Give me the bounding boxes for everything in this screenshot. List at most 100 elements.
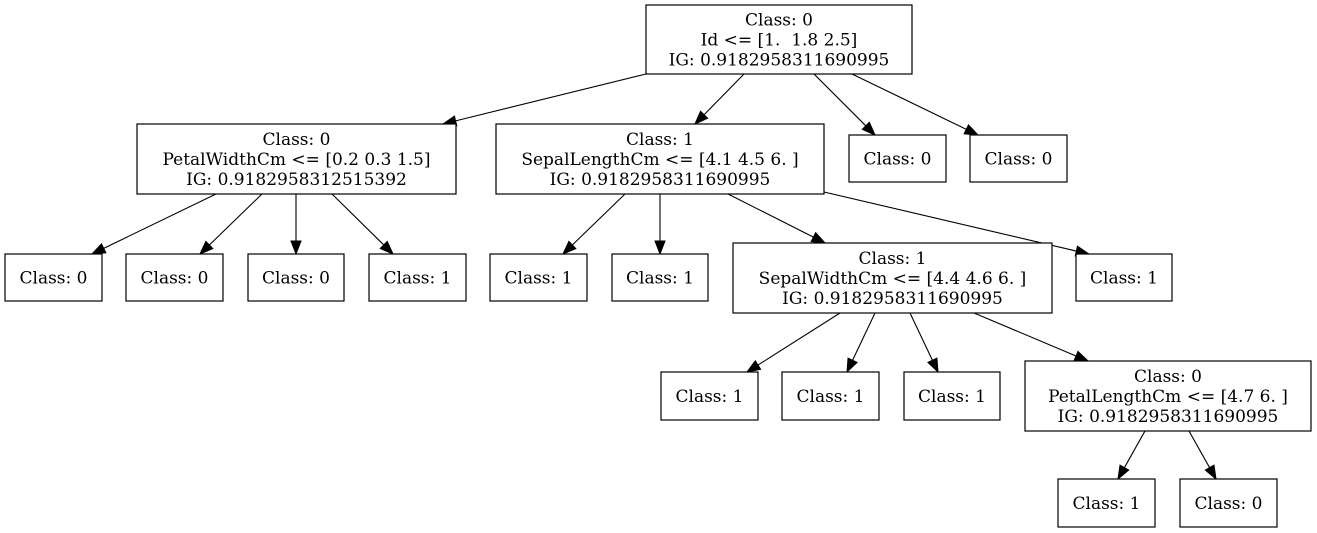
- tree-node-n1c: Class: 0: [247, 253, 345, 302]
- edge-line: [1123, 430, 1146, 468]
- node-split-rule: SepalLengthCm <= [4.1 4.5 6. ]: [521, 150, 798, 170]
- node-box: [660, 371, 759, 421]
- node-class-label: Class: 1: [859, 249, 927, 269]
- arrowhead-icon: [1204, 464, 1217, 481]
- node-class-label: Class: 1: [676, 387, 744, 407]
- arrowhead-icon: [561, 240, 577, 255]
- edge-line: [455, 73, 647, 122]
- node-class-label: Class: 0: [985, 150, 1053, 170]
- node-class-label: Class: 1: [918, 387, 986, 407]
- nodes-layer: Class: 0Id <= [1. 1.8 2.5]IG: 0.91829583…: [4, 4, 1312, 528]
- edge-line: [1188, 430, 1211, 468]
- node-class-label: Class: 1: [384, 269, 452, 289]
- arrowhead-icon: [963, 123, 980, 136]
- edge-n2c4-to-n2c4a: [1117, 430, 1146, 481]
- node-class-label: Class: 0: [864, 150, 932, 170]
- edge-n2-to-n2b: [654, 194, 666, 256]
- node-info-gain: IG: 0.9182958311690995: [1058, 407, 1279, 427]
- edge-n2c-to-n2c4: [973, 312, 1090, 362]
- arrowhead-icon: [861, 121, 876, 136]
- edge-root-to-n2: [694, 73, 745, 125]
- edge-line: [852, 312, 876, 361]
- node-box: [4, 253, 103, 302]
- node-class-label: Class: 0: [1195, 494, 1263, 514]
- edge-line: [909, 312, 933, 361]
- tree-node-n4: Class: 0: [969, 134, 1068, 183]
- arrowhead-icon: [198, 240, 214, 255]
- edge-line: [973, 312, 1077, 357]
- arrowhead-icon: [379, 240, 394, 255]
- edge-line: [727, 193, 814, 238]
- tree-node-n2c4b: Class: 0: [1179, 478, 1278, 528]
- node-box: [125, 253, 224, 302]
- edge-line: [571, 193, 626, 246]
- arrowhead-icon: [745, 359, 762, 373]
- node-box: [1057, 478, 1156, 528]
- arrowhead-icon: [810, 231, 827, 244]
- node-box: [645, 4, 913, 75]
- tree-node-n2c4a: Class: 1: [1057, 478, 1156, 528]
- arrowhead-icon: [654, 240, 666, 256]
- arrowhead-icon: [290, 240, 302, 256]
- tree-node-n2a: Class: 1: [489, 253, 588, 302]
- node-split-rule: PetalWidthCm <= [0.2 0.3 1.5]: [162, 150, 430, 170]
- node-class-label: Class: 1: [505, 269, 573, 289]
- tree-node-n3: Class: 0: [848, 134, 947, 183]
- edge-n1-to-n1b: [198, 193, 263, 255]
- node-info-gain: IG: 0.9182958311690995: [669, 51, 890, 71]
- edge-root-to-n3: [813, 73, 876, 136]
- tree-node-n1b: Class: 0: [125, 253, 224, 302]
- tree-node-n2d: Class: 1: [1075, 253, 1173, 302]
- edge-line: [813, 73, 867, 127]
- tree-node-n1d: Class: 1: [368, 253, 467, 302]
- edge-line: [703, 73, 745, 116]
- arrowhead-icon: [90, 242, 107, 255]
- node-box: [732, 242, 1053, 314]
- node-split-rule: PetalLengthCm <= [4.7 6. ]: [1048, 387, 1288, 407]
- node-class-label: Class: 1: [1090, 269, 1158, 289]
- edge-n2-to-n2a: [561, 193, 626, 255]
- node-box: [969, 134, 1068, 183]
- tree-node-n2c2: Class: 1: [781, 371, 880, 421]
- node-box: [1024, 360, 1312, 432]
- edge-line: [757, 312, 841, 366]
- node-class-label: Class: 0: [141, 269, 209, 289]
- node-class-label: Class: 0: [262, 269, 330, 289]
- edge-n2c-to-n2c2: [846, 312, 876, 374]
- node-split-rule: Id <= [1. 1.8 2.5]: [701, 31, 858, 51]
- node-box: [489, 253, 588, 302]
- tree-node-n1a: Class: 0: [4, 253, 103, 302]
- arrowhead-icon: [1073, 350, 1090, 362]
- tree-node-n2c3: Class: 1: [903, 371, 1001, 421]
- node-class-label: Class: 0: [20, 269, 88, 289]
- edge-line: [103, 193, 217, 249]
- edge-n2-to-n2c: [727, 193, 827, 244]
- node-box: [1179, 478, 1278, 528]
- arrowhead-icon: [927, 357, 939, 374]
- arrowhead-icon: [846, 357, 858, 374]
- node-class-label: Class: 0: [1134, 367, 1202, 387]
- edge-line: [823, 191, 1077, 252]
- node-class-label: Class: 1: [1073, 494, 1141, 514]
- edge-line: [331, 193, 385, 246]
- edge-line: [851, 73, 967, 130]
- node-box: [1075, 253, 1173, 302]
- arrowhead-icon: [1117, 464, 1130, 481]
- node-class-label: Class: 1: [626, 130, 694, 150]
- node-class-label: Class: 1: [626, 269, 694, 289]
- edge-root-to-n1: [441, 73, 647, 127]
- node-box: [848, 134, 947, 183]
- edge-n2c-to-n2c1: [745, 312, 841, 373]
- node-box: [903, 371, 1001, 421]
- node-box: [611, 253, 709, 302]
- node-class-label: Class: 1: [797, 387, 865, 407]
- tree-node-root: Class: 0Id <= [1. 1.8 2.5]IG: 0.91829583…: [645, 4, 913, 75]
- edges-layer: [90, 73, 1217, 481]
- node-split-rule: SepalWidthCm <= [4.4 4.6 6. ]: [759, 269, 1027, 289]
- node-box: [495, 123, 825, 195]
- node-class-label: Class: 0: [745, 11, 813, 31]
